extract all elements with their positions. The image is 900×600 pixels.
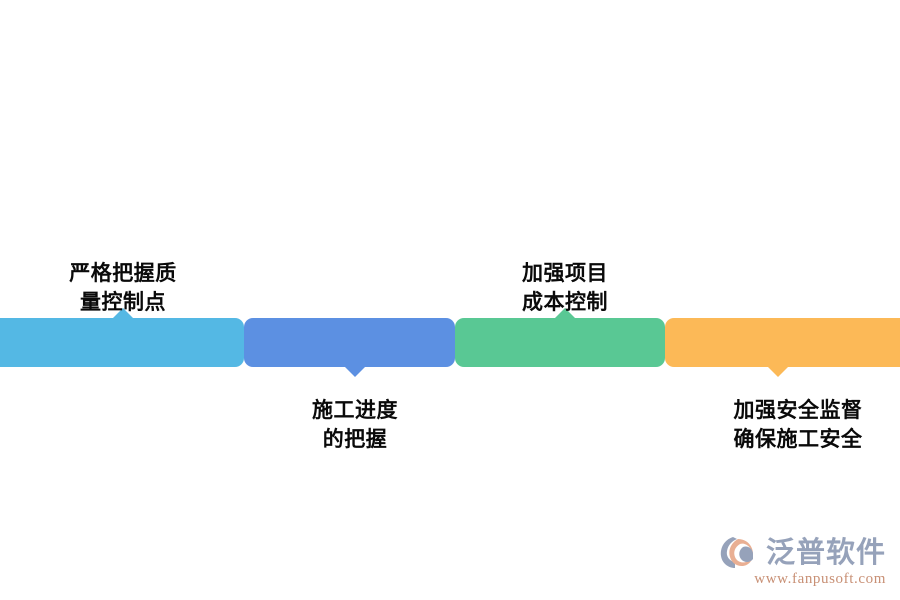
segment-body	[455, 318, 665, 367]
label-line: 量控制点	[80, 291, 166, 314]
fanpu-logo-icon	[720, 537, 753, 568]
process-segment-3[interactable]	[455, 308, 665, 367]
watermark-url: www.fanpusoft.com	[754, 571, 886, 587]
segment-label-1: 严格把握质量控制点	[69, 259, 177, 317]
segment-label-4: 加强安全监督确保施工安全	[734, 396, 863, 454]
process-segment-1[interactable]	[0, 308, 244, 367]
segment-pointer-down-icon	[344, 366, 366, 377]
watermark-brand-name: 泛普软件	[765, 534, 886, 569]
label-line: 施工进度	[312, 399, 398, 422]
process-segment-2[interactable]	[244, 318, 455, 377]
segment-body	[0, 318, 244, 367]
label-line: 确保施工安全	[733, 428, 863, 451]
process-bar	[0, 308, 900, 377]
process-segment-4[interactable]	[665, 318, 900, 377]
segment-body	[244, 318, 455, 367]
label-line: 加强安全监督	[733, 399, 863, 422]
segment-pointer-up-icon	[112, 308, 134, 319]
segment-body	[665, 318, 900, 367]
segment-pointer-down-icon	[767, 366, 789, 377]
label-line: 加强项目	[522, 262, 608, 285]
label-line: 严格把握质	[69, 262, 177, 285]
segment-label-2: 施工进度的把握	[312, 396, 398, 454]
segment-pointer-up-icon	[554, 308, 576, 319]
label-line: 成本控制	[522, 291, 608, 314]
watermark: 泛普软件 www.fanpusoft.com	[719, 535, 886, 588]
label-line: 的把握	[322, 428, 388, 451]
segment-label-3: 加强项目成本控制	[522, 259, 608, 317]
